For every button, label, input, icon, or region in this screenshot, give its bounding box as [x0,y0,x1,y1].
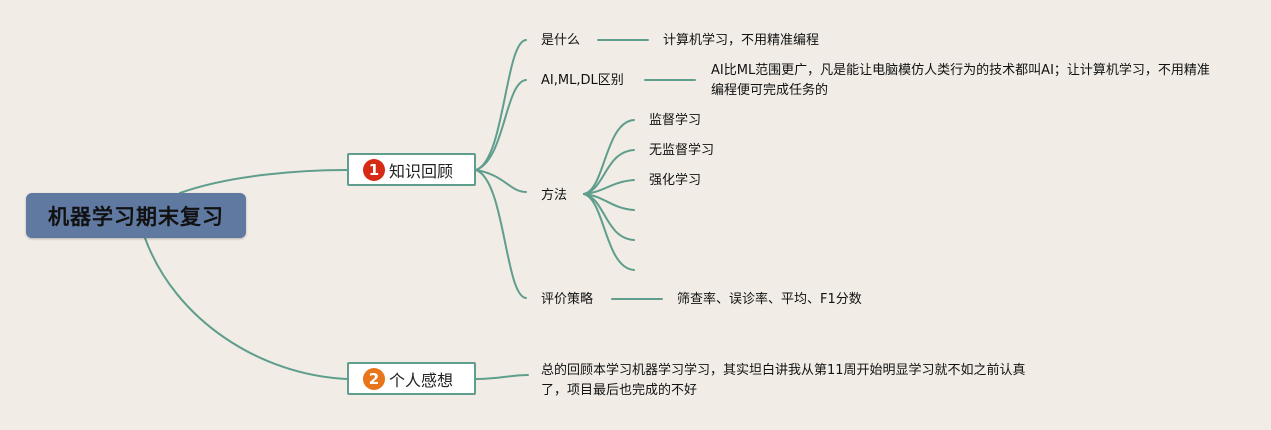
topic-label: 知识回顾 [389,161,454,181]
topic-knowledge-review[interactable]: 1 知识回顾 [347,153,476,186]
method-item[interactable]: 强化学习 [649,173,702,188]
method-item[interactable]: 无监督学习 [649,143,715,158]
node-evaluation[interactable]: 评价策略 [541,292,594,307]
node-reflection-detail[interactable]: 总的回顾本学习机器学习学习，其实坦白讲我从第11周开始明显学习就不如之前认真了，… [541,363,1026,398]
topic-label: 个人感想 [389,370,454,390]
number-badge-icon: 1 [363,158,385,181]
number-badge-icon: 2 [363,367,385,390]
link-topic1-eval [475,169,527,299]
node-what[interactable]: 是什么 [541,33,581,48]
node-what-detail[interactable]: 计算机学习，不用精准编程 [663,33,820,48]
link-root-topic2 [144,237,348,380]
link-method-1 [583,119,635,195]
root-node[interactable]: 机器学习期末复习 [26,193,246,238]
link-topic2-detail [475,374,529,380]
node-ai-ml-dl-diff[interactable]: AI,ML,DL区别 [541,73,624,88]
link-method-3 [583,179,635,195]
root-title: 机器学习期末复习 [48,204,224,229]
link-topic1-methods [475,169,527,193]
link-topic1-diff [475,79,527,171]
link-topic1-what [475,39,527,171]
topic-personal-reflection[interactable]: 2 个人感想 [347,362,476,395]
node-eval-detail[interactable]: 筛查率、误诊率、平均、F1分数 [677,292,862,307]
link-method-6 [583,193,635,271]
link-root-topic1 [179,169,348,194]
node-diff-detail[interactable]: AI比ML范围更广，凡是能让电脑模仿人类行为的技术都叫AI；让计算机学习，不用精… [711,63,1210,98]
method-item[interactable]: 监督学习 [649,113,702,128]
node-methods[interactable]: 方法 [541,188,568,203]
link-method-2 [583,149,635,195]
